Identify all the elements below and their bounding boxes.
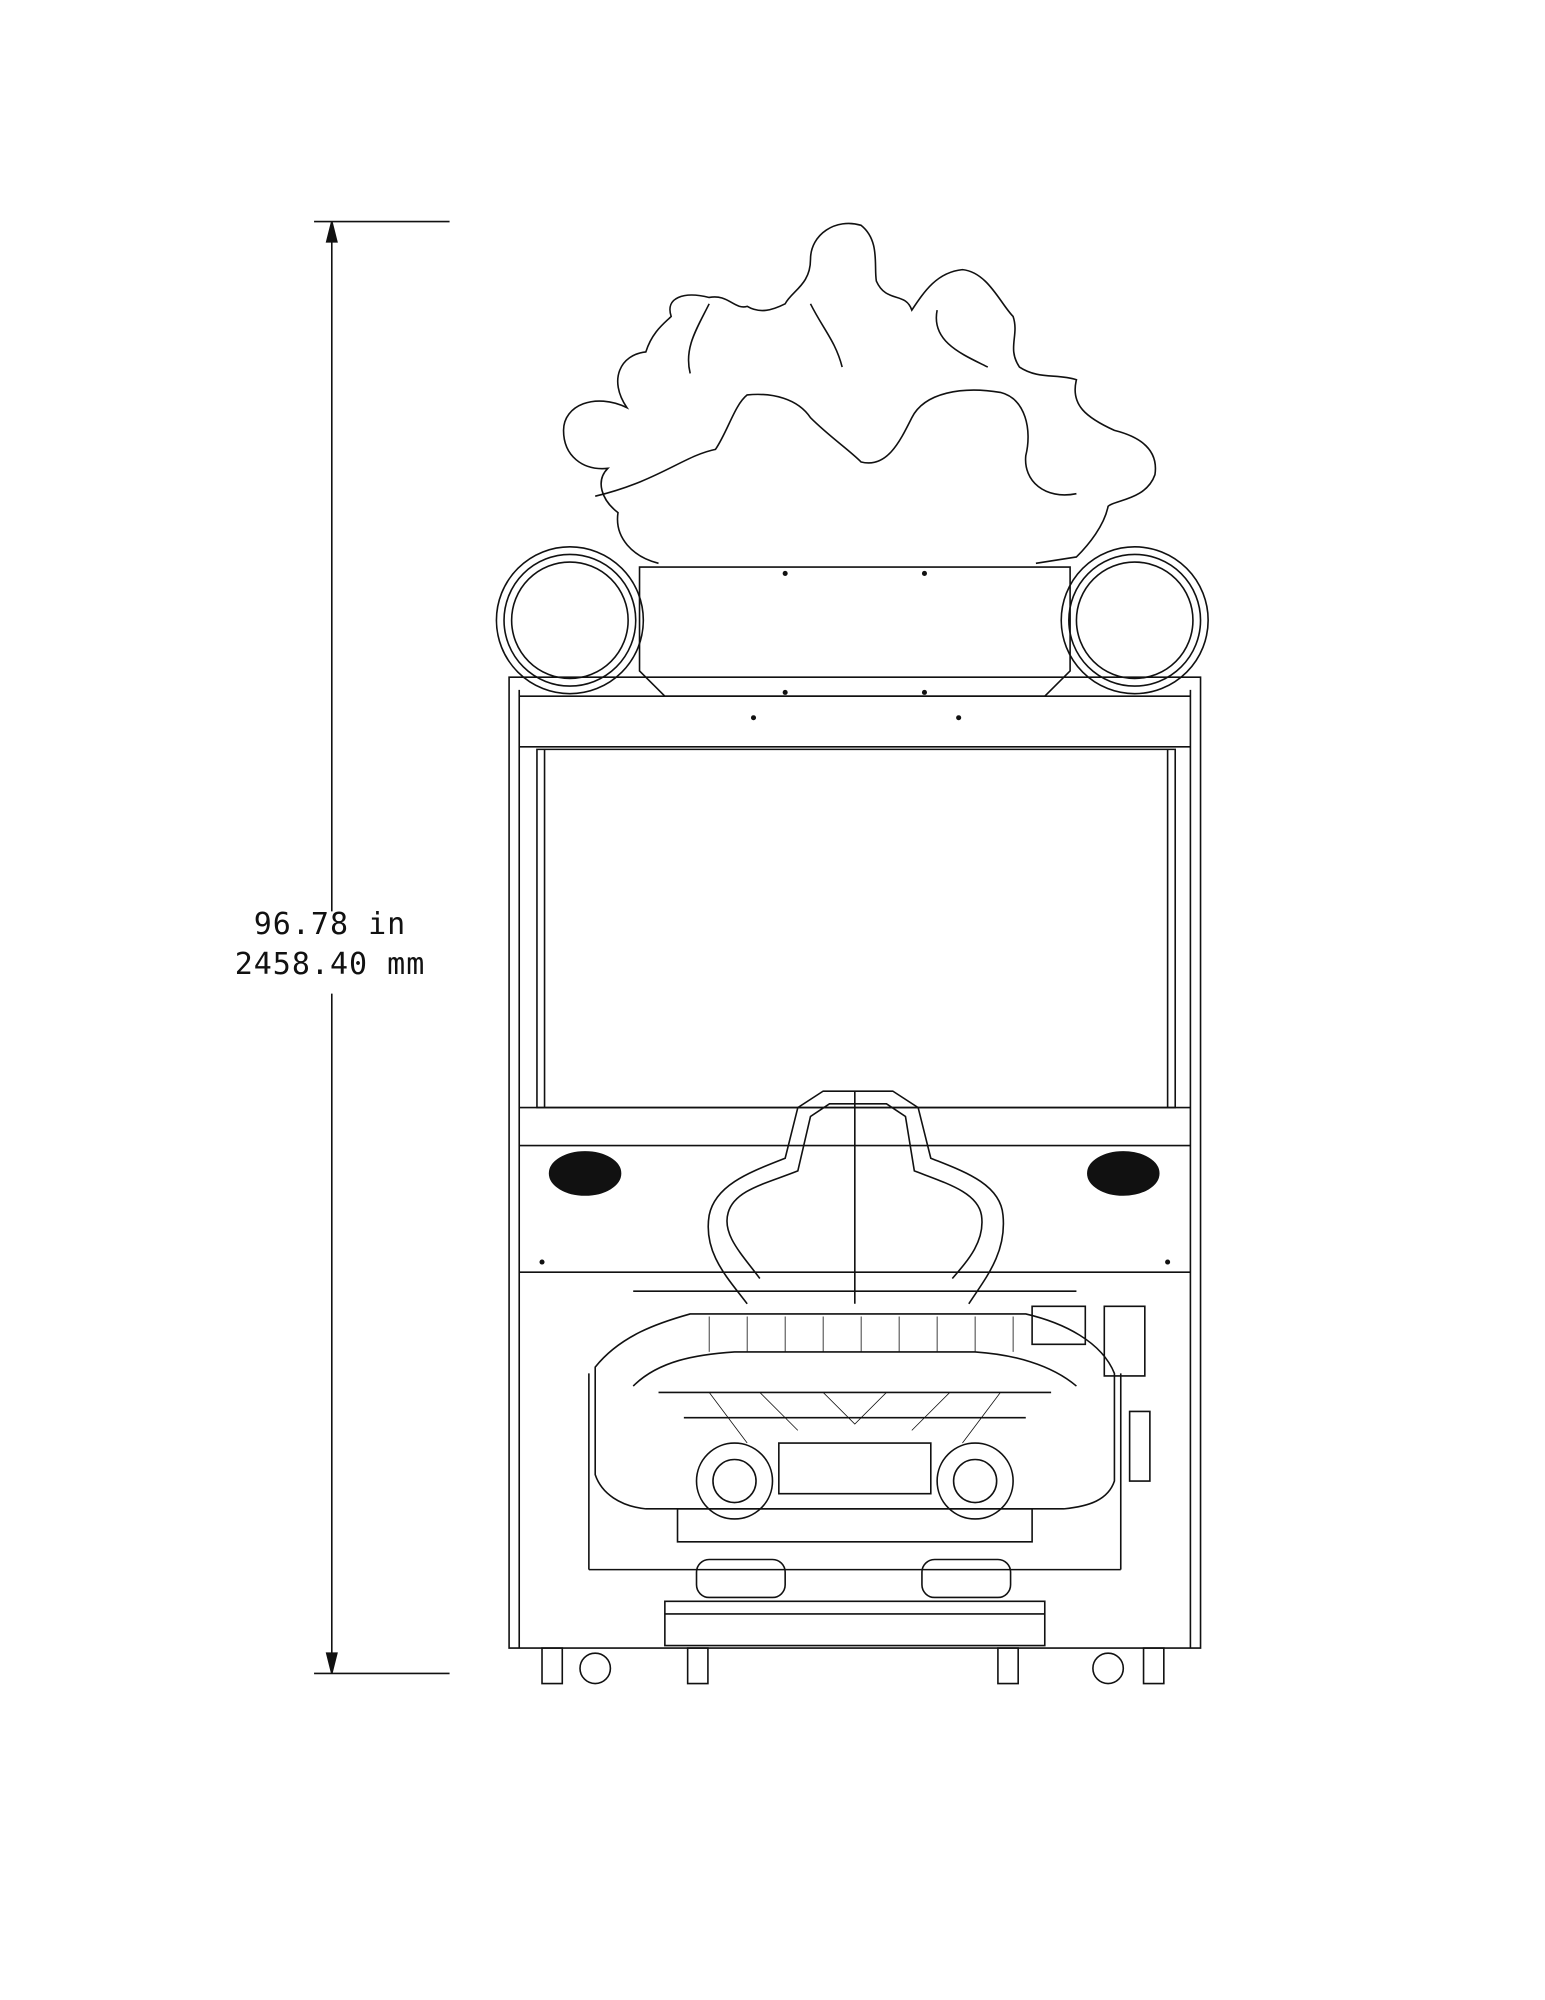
right-wheel bbox=[937, 1443, 1013, 1519]
cloud-topper-inner bbox=[595, 390, 1076, 496]
left-round-light bbox=[496, 547, 643, 694]
pedal-left bbox=[697, 1559, 786, 1597]
rivet-dots bbox=[539, 570, 1171, 1265]
pedal-right bbox=[922, 1559, 1011, 1597]
height-dimension-line bbox=[314, 222, 450, 1674]
car-grid-lines bbox=[709, 1316, 1013, 1443]
screen-area bbox=[537, 749, 1175, 1107]
cloud-topper-detail bbox=[689, 304, 988, 374]
height-inches-label: 96.78 in bbox=[253, 907, 407, 942]
base-plate bbox=[665, 1601, 1045, 1645]
car-body bbox=[595, 1314, 1114, 1509]
seat-inner bbox=[727, 1104, 982, 1279]
right-speaker bbox=[1088, 1152, 1159, 1195]
right-round-light bbox=[1061, 547, 1208, 694]
coin-door bbox=[1104, 1306, 1145, 1376]
cloud-topper-outline bbox=[564, 223, 1156, 563]
leveling-feet bbox=[542, 1648, 1164, 1683]
left-wheel bbox=[697, 1443, 773, 1519]
cabinet-outline bbox=[509, 677, 1200, 1648]
left-speaker bbox=[550, 1152, 621, 1195]
height-mm-label: 2458.40 mm bbox=[234, 947, 426, 982]
seat-outline bbox=[708, 1091, 1003, 1304]
car-body-inner bbox=[633, 1352, 1076, 1418]
